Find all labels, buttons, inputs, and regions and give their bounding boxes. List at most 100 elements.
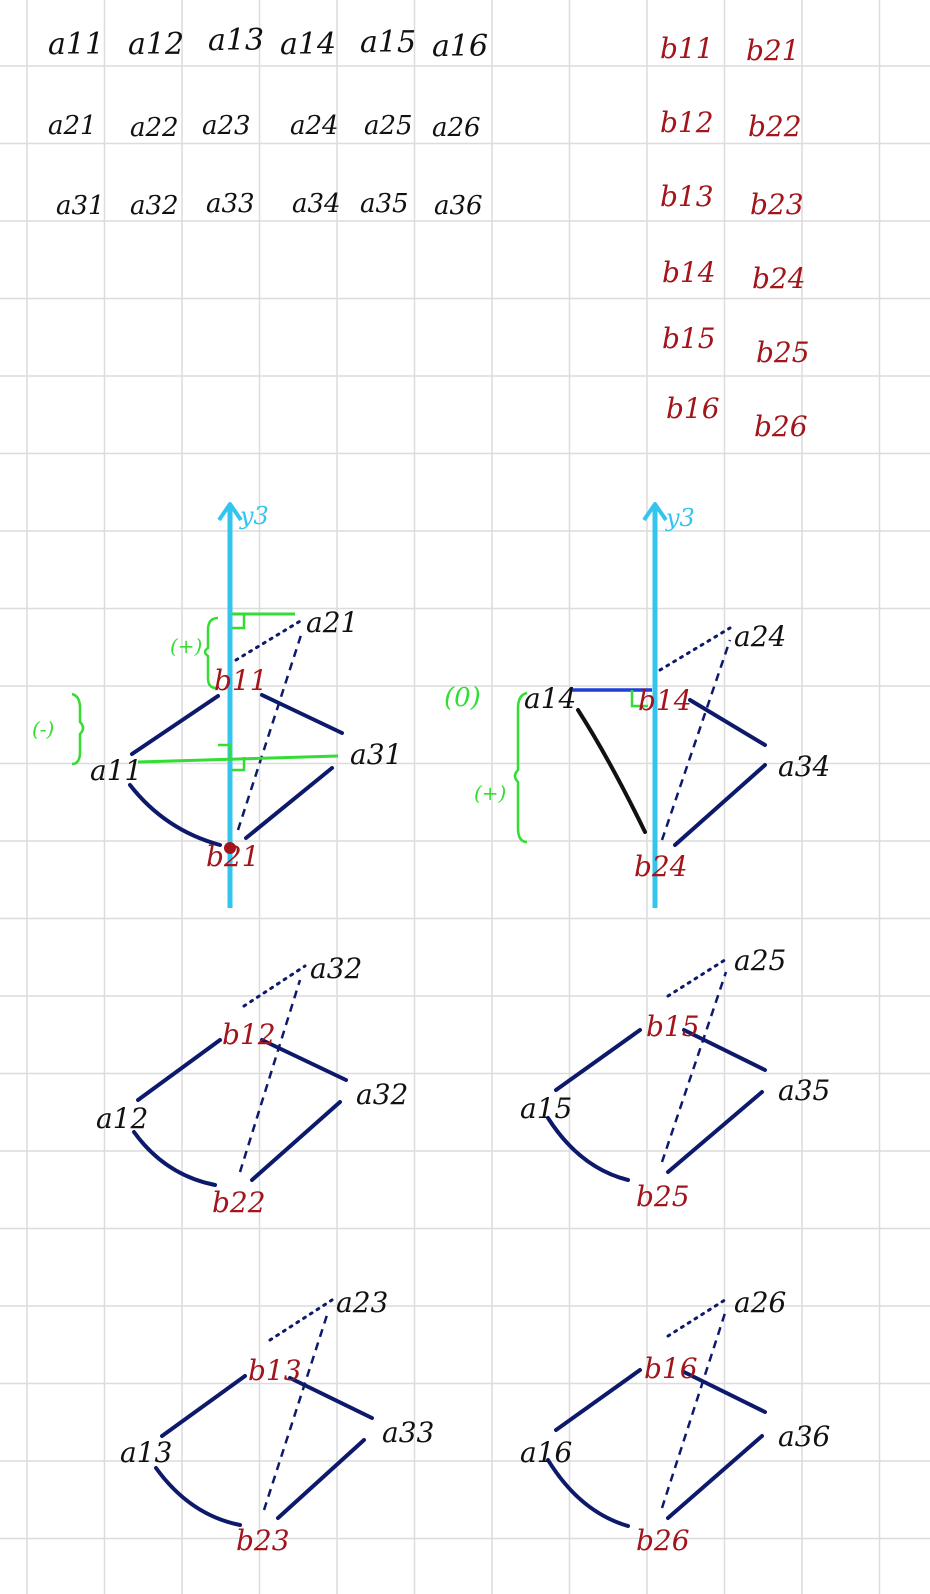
node-left: a13: [120, 1436, 172, 1469]
right-angle-mark: [232, 614, 246, 630]
matrix-b-cell: b24: [752, 262, 806, 295]
matrix-a-cell: a23: [202, 111, 251, 141]
edge: [154, 1466, 242, 1527]
right-angle-mark: [232, 757, 246, 772]
node-bottom: b25: [636, 1180, 690, 1213]
edge: [682, 1370, 767, 1414]
node-bottom: b26: [636, 1524, 690, 1557]
sign-annotation: (+): [170, 634, 202, 658]
matrix-a-cell: a35: [360, 189, 409, 219]
node-left: a12: [96, 1102, 148, 1135]
edge: [132, 1130, 217, 1187]
matrix-b-cell: b13: [660, 180, 714, 213]
matrix-a-cell: a33: [206, 189, 255, 219]
matrix-b-cell: b23: [750, 188, 804, 221]
matrix-b-cell: b15: [662, 322, 716, 355]
node-top: b11: [214, 664, 268, 697]
edge-dashed: [660, 971, 728, 1163]
diagram-3: b12 a12 a32 b22 a32: [96, 952, 408, 1219]
sign-annotation: (+): [474, 781, 506, 805]
edge: [276, 1438, 366, 1520]
diagram-4: b15 a15 a35 b25 a25: [520, 944, 830, 1213]
matrix-a-cell: a15: [360, 25, 416, 60]
origin-dot: [224, 842, 236, 854]
node-left: a14: [524, 682, 576, 715]
node-right: a34: [778, 750, 830, 783]
matrix-a-cell: a13: [208, 23, 264, 58]
sign-annotation: (0): [444, 683, 481, 713]
matrix-b-cell: b22: [748, 110, 802, 143]
node-left: a16: [520, 1436, 572, 1469]
edge-dashed: [262, 1311, 330, 1511]
node-top: b14: [638, 684, 692, 717]
matrix-a-cell: a24: [290, 111, 339, 141]
arrow-up-icon: [217, 502, 243, 522]
matrix-a-cell: a26: [432, 113, 481, 143]
edge-dotted: [666, 956, 730, 998]
node-bottom: b24: [634, 850, 688, 883]
node-far: a32: [310, 952, 362, 985]
matrix-a-cell: a36: [434, 191, 483, 221]
matrix-a-cell: a34: [292, 189, 341, 219]
edge: [260, 1038, 348, 1082]
edge: [666, 1090, 764, 1174]
edge: [136, 1038, 222, 1102]
matrix-a-cell: a16: [432, 29, 488, 64]
node-top: b15: [646, 1010, 700, 1043]
node-left: a11: [90, 754, 142, 787]
node-far: a23: [336, 1286, 388, 1319]
edge-bold: [576, 708, 647, 834]
matrix-b-cell: b16: [666, 392, 720, 425]
diagram-2: y3 (0) (+) b14 a14 a34 b24 a24: [444, 502, 830, 908]
matrix-a-cell: a25: [364, 111, 413, 141]
matrix-a-cell: a21: [48, 111, 97, 141]
matrix-a-cell: a22: [130, 113, 179, 143]
brace: [513, 691, 528, 844]
node-right: a32: [356, 1078, 408, 1111]
node-top: b16: [644, 1352, 698, 1385]
right-angle-mark: [218, 743, 232, 759]
edge: [688, 698, 767, 747]
node-right: a31: [350, 738, 402, 771]
edge-dotted: [234, 618, 304, 662]
axis-label: y3: [239, 502, 269, 530]
diagram-6: b16 a16 a36 b26 a26: [520, 1286, 830, 1557]
node-right: a33: [382, 1416, 434, 1449]
axis-label: y3: [665, 504, 695, 532]
edge: [130, 694, 220, 756]
edge: [666, 1434, 764, 1520]
edge: [160, 1374, 247, 1438]
matrix-a-cell: a12: [128, 27, 184, 62]
arrow-up-icon: [642, 502, 668, 522]
matrix-b-cell: b21: [746, 34, 800, 67]
node-top: b12: [222, 1018, 276, 1051]
matrix-b-cell: b14: [662, 256, 716, 289]
matrix-a-cell: a11: [48, 27, 104, 62]
matrix-b: b11 b12 b13 b14 b15 b16 b21 b22 b23 b24 …: [660, 32, 810, 443]
brace: [71, 692, 85, 766]
node-right: a36: [778, 1420, 830, 1453]
matrix-b-cell: b26: [754, 410, 808, 443]
matrix-b-cell: b12: [660, 106, 714, 139]
node-bottom: b23: [236, 1524, 290, 1557]
matrix-a-cell: a32: [130, 191, 179, 221]
edge: [554, 1368, 642, 1432]
edge-dotted: [658, 626, 732, 672]
edge-dashed: [660, 639, 732, 841]
matrix-a: a11 a12 a13 a14 a15 a16 a21 a22 a23 a24 …: [48, 23, 488, 221]
matrix-a-cell: a14: [280, 27, 336, 62]
edge-dotted: [242, 964, 307, 1008]
brace: [203, 616, 219, 690]
matrix-b-cell: b25: [756, 336, 810, 369]
node-bottom: b21: [206, 840, 260, 873]
edge: [546, 1458, 630, 1528]
node-top: b13: [248, 1354, 302, 1387]
edge: [554, 1028, 642, 1092]
matrix-a-cell: a31: [56, 191, 105, 221]
matrix-b-cell: b11: [660, 32, 714, 65]
edge: [682, 1028, 767, 1072]
node-far: a24: [734, 620, 786, 653]
right-angle-mark: [630, 690, 648, 708]
